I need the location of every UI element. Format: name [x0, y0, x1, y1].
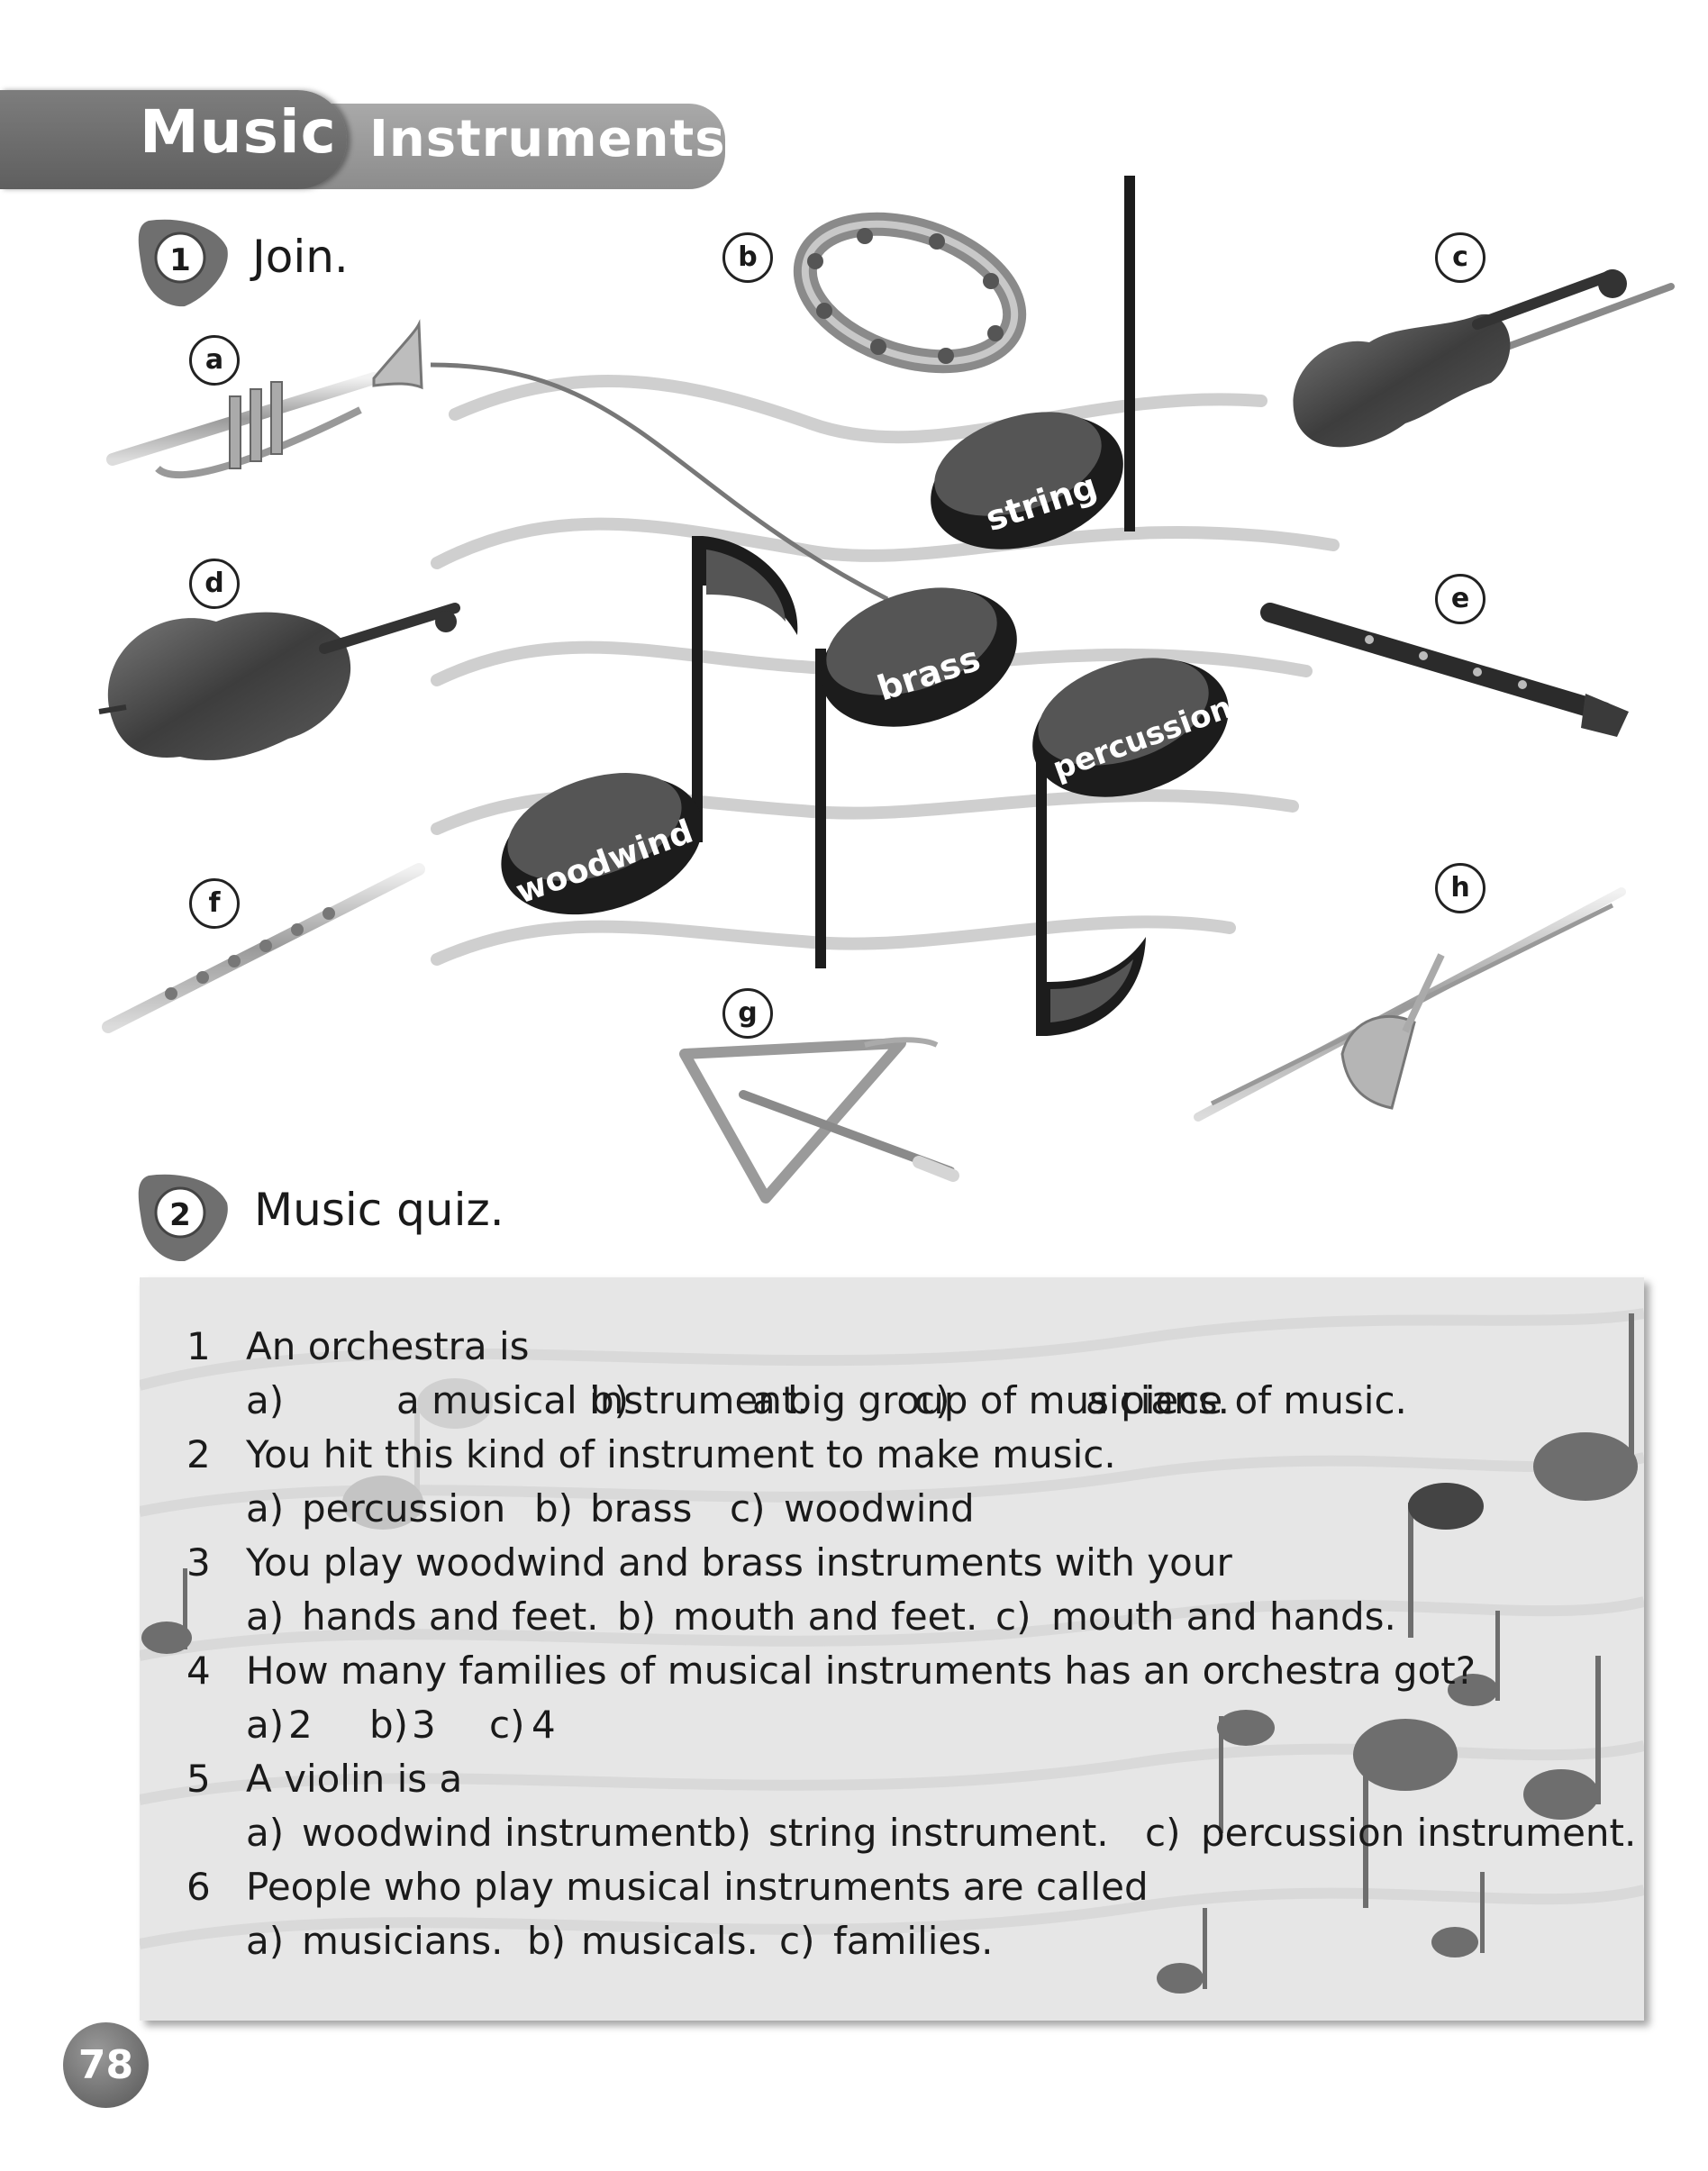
topic-title: Instruments — [369, 110, 726, 168]
letter-label-f: f — [189, 878, 240, 929]
page-number: 78 — [63, 2022, 149, 2108]
option-text[interactable]: 3 — [412, 1703, 436, 1747]
cello-icon — [98, 603, 460, 760]
question-text: A violin is a — [246, 1757, 463, 1801]
letter-label-c: c — [1435, 232, 1485, 283]
trombone-icon — [1194, 887, 1626, 1122]
option-text[interactable]: musicians. — [302, 1919, 504, 1963]
subject-banner — [0, 90, 347, 189]
staff-waves — [431, 375, 1340, 966]
option-text[interactable]: a big group of musicians. — [752, 1378, 1231, 1422]
option-text[interactable]: percussion instrument. — [1201, 1811, 1637, 1855]
letter-label-h: h — [1435, 863, 1485, 913]
option-label[interactable]: b) — [527, 1919, 567, 1963]
option-text[interactable]: families. — [833, 1919, 994, 1963]
option-text[interactable]: woodwind instrument. — [302, 1811, 724, 1855]
option-text[interactable]: a piece of music. — [1086, 1378, 1407, 1422]
triangle-icon — [679, 1037, 959, 1204]
tambourine-icon — [793, 212, 1027, 374]
option-label[interactable]: b) — [590, 1378, 630, 1422]
option-label[interactable]: a) — [246, 1486, 285, 1531]
flute-icon — [102, 863, 425, 1033]
trumpet-icon — [106, 319, 423, 479]
exercise-1-number: 1 — [169, 242, 191, 278]
question-text: People who play musical instruments are … — [246, 1865, 1149, 1909]
exercise-2-title: Music quiz. — [254, 1184, 504, 1236]
quiz-decoration — [140, 1308, 1644, 1994]
note-percussion — [1032, 658, 1229, 1036]
letter-label-e: e — [1435, 574, 1485, 624]
note-woodwind — [501, 536, 798, 915]
option-label[interactable]: b) — [369, 1703, 409, 1747]
letter-label-d: d — [189, 559, 240, 609]
option-text[interactable]: percussion — [302, 1486, 506, 1531]
question-number: 1 — [186, 1324, 211, 1368]
option-text[interactable]: mouth and hands. — [1051, 1594, 1396, 1639]
letter-label-a: a — [189, 335, 240, 386]
join-line — [430, 362, 889, 602]
option-label[interactable]: c) — [1145, 1811, 1181, 1855]
option-text[interactable]: 4 — [531, 1703, 556, 1747]
subject-title: Music — [140, 97, 337, 167]
question-text: An orchestra is — [246, 1324, 530, 1368]
letter-label-g: g — [722, 988, 773, 1039]
option-label[interactable]: c) — [995, 1594, 1031, 1639]
question-number: 2 — [186, 1432, 211, 1476]
note-string — [931, 176, 1135, 550]
option-text[interactable]: woodwind — [784, 1486, 975, 1531]
exercise-1-title: Join. — [250, 231, 349, 283]
question-number: 3 — [186, 1540, 211, 1585]
exercise-1-badge: 1 — [138, 219, 228, 307]
violin-icon — [1293, 269, 1675, 448]
option-label[interactable]: c) — [489, 1703, 525, 1747]
exercise-2-badge: 2 — [138, 1174, 228, 1261]
question-number: 5 — [186, 1757, 211, 1801]
option-label[interactable]: a) — [246, 1811, 285, 1855]
question-number: 4 — [186, 1649, 211, 1693]
option-label[interactable]: a) — [246, 1703, 285, 1747]
option-label[interactable]: c) — [914, 1378, 950, 1422]
option-label[interactable]: b) — [534, 1486, 574, 1531]
option-label[interactable]: b) — [617, 1594, 657, 1639]
option-text[interactable]: 2 — [288, 1703, 313, 1747]
option-label[interactable]: a) — [246, 1378, 285, 1422]
question-text: How many families of musical instruments… — [246, 1649, 1476, 1693]
letter-label-b: b — [722, 232, 773, 283]
option-label[interactable]: a) — [246, 1919, 285, 1963]
option-label[interactable]: a) — [246, 1594, 285, 1639]
question-text: You hit this kind of instrument to make … — [246, 1432, 1116, 1476]
option-text[interactable]: a musical instrument. — [396, 1378, 809, 1422]
question-number: 6 — [186, 1865, 211, 1909]
clarinet-icon — [1260, 603, 1629, 737]
join-illustration: string woodwind brass percussion — [98, 176, 1675, 1261]
option-label[interactable]: b) — [713, 1811, 752, 1855]
option-label[interactable]: c) — [730, 1486, 766, 1531]
option-label[interactable]: c) — [779, 1919, 815, 1963]
option-text[interactable]: mouth and feet. — [673, 1594, 978, 1639]
question-text: You play woodwind and brass instruments … — [246, 1540, 1232, 1585]
exercise-2-number: 2 — [169, 1197, 191, 1233]
option-text[interactable]: brass — [590, 1486, 693, 1531]
option-text[interactable]: string instrument. — [768, 1811, 1109, 1855]
note-brass — [815, 587, 1017, 968]
option-text[interactable]: hands and feet. — [302, 1594, 599, 1639]
option-text[interactable]: musicals. — [581, 1919, 759, 1963]
